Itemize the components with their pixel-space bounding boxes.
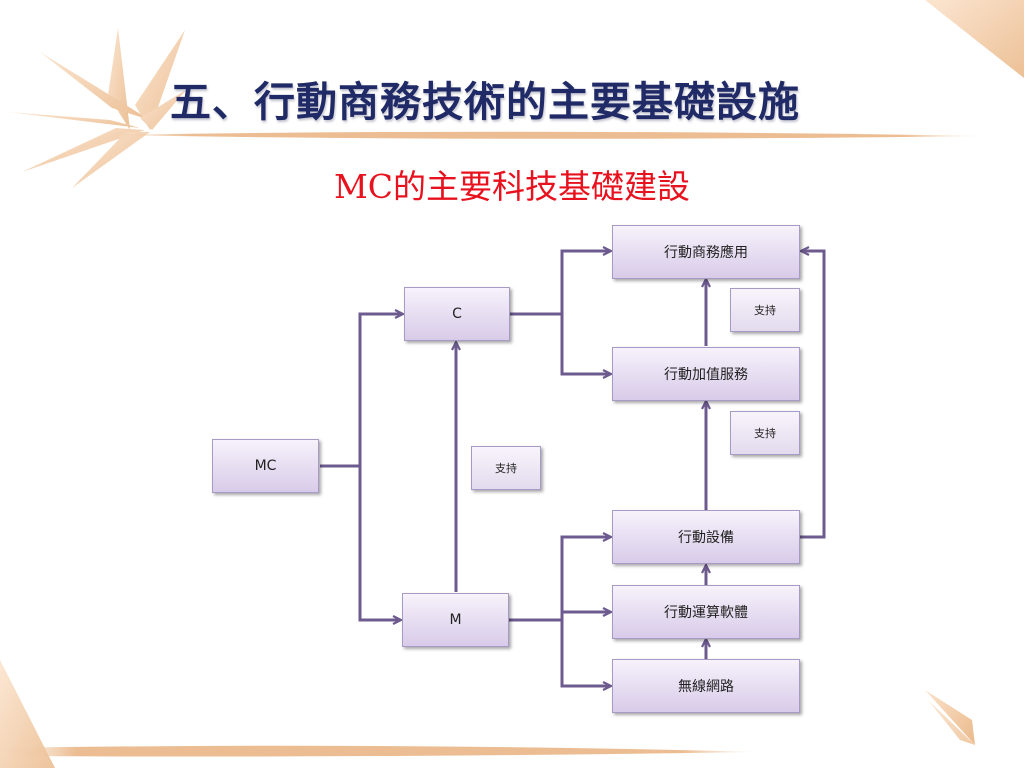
slide-subtitle: MC的主要科技基礎建設: [333, 167, 691, 206]
node-support-mid: 支持: [730, 411, 800, 455]
node-c: C: [404, 287, 510, 341]
node-support-top: 支持: [730, 288, 800, 332]
node-mobile-computing-software: 行動運算軟體: [612, 585, 800, 639]
node-m: M: [402, 593, 509, 647]
node-support-left: 支持: [471, 446, 541, 490]
slide-title: 五、行動商務技術的主要基礎設施: [170, 78, 800, 126]
connector-c-app: [560, 251, 610, 314]
node-wireless-network: 無線網路: [612, 659, 800, 713]
node-mobile-commerce-app: 行動商務應用: [612, 225, 800, 279]
star-ornament-top-left: [8, 28, 186, 188]
connector-m-device: [560, 537, 610, 620]
connector-c-vas: [560, 314, 610, 374]
connector-device-app: [800, 251, 826, 539]
node-mc: MC: [212, 439, 319, 493]
connector-mc-m: [358, 466, 400, 620]
connector-m-wireless: [560, 620, 610, 686]
node-mobile-device: 行動設備: [612, 510, 800, 564]
node-mobile-value-added-service: 行動加值服務: [612, 347, 800, 401]
connector-mc-c: [358, 314, 402, 466]
